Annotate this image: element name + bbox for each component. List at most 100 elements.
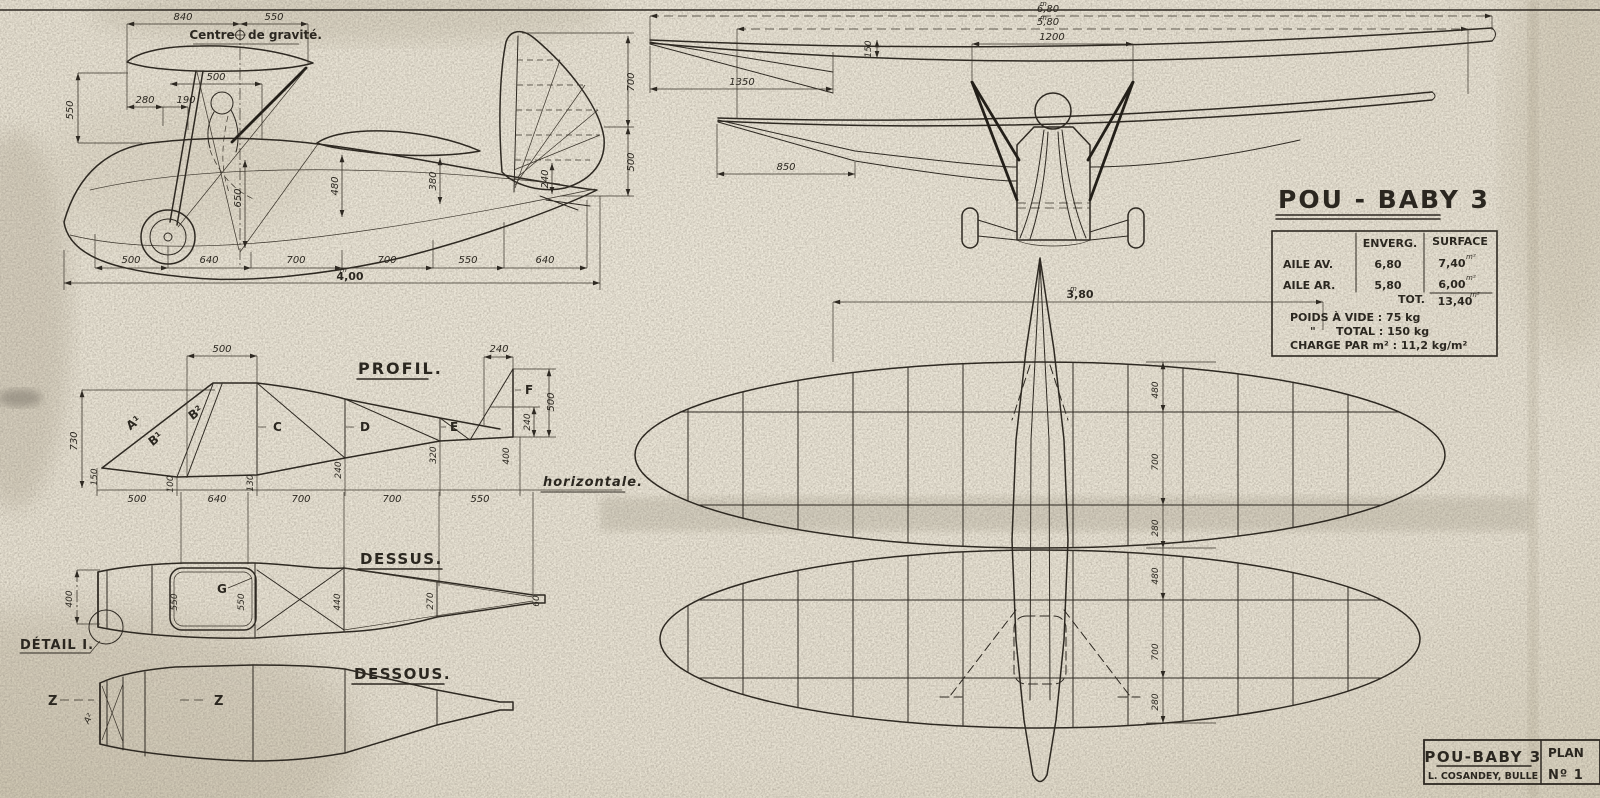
frame-letter: D: [360, 420, 370, 434]
dim-label: 550: [264, 12, 283, 23]
outer-panel-line: [649, 41, 834, 73]
station-dim: 100: [166, 475, 176, 492]
title-block-name: POU-BABY 3: [1424, 748, 1541, 766]
dim-label: 500: [626, 152, 637, 171]
landing-gear-front: [961, 207, 1145, 249]
cg-label-right: de gravité.: [248, 28, 322, 42]
dim-label-outer-panel: 1350: [729, 77, 754, 88]
fuselage-longeron: [69, 188, 596, 247]
dim-label-cabane: 1200: [1039, 32, 1064, 43]
front-view: 6,80 m 5,80 m 1200 1350 850 150: [649, 0, 1496, 249]
dim-label-root: 850: [776, 162, 795, 173]
dim-label: 480: [330, 176, 341, 195]
chord-dim: 480: [1151, 567, 1161, 584]
unit-sup-m2: m²: [1466, 253, 1476, 261]
bracing-wires: [939, 364, 1141, 698]
dim-label: 380: [428, 171, 439, 190]
rear-wing-bottom-line: [717, 99, 1433, 127]
profil-title: PROFIL.: [358, 359, 443, 378]
dim-label: 700: [382, 494, 401, 505]
struts-and-wires: [169, 66, 319, 253]
profil-truss: [101, 368, 514, 478]
row-label: AILE AV.: [1283, 258, 1333, 271]
dim-label: 700: [291, 494, 310, 505]
dim-label: 700: [377, 255, 396, 266]
tail-skid: [539, 195, 591, 211]
width-dim: 270: [426, 592, 436, 609]
station-dim: 400: [502, 447, 512, 464]
cabane-struts: [970, 80, 1135, 202]
section-letter-z: Z: [48, 694, 58, 709]
dessus-dimensions: 400 550 550 440 270 60: [65, 569, 542, 625]
horizontale-label: horizontale.: [543, 475, 643, 490]
width-dim: 550: [170, 593, 180, 610]
outer-panel-line: [649, 43, 834, 94]
chord-dim: 280: [1151, 693, 1161, 710]
front-wing-bottom-line: [649, 40, 1493, 62]
dim-label: 240: [489, 344, 508, 355]
station-dim: 150: [90, 468, 100, 485]
rear-wing-top-line: [717, 91, 1433, 121]
dim-label: 500: [212, 344, 231, 355]
unit-sup-m: m: [340, 266, 347, 274]
unit-sup-m: m: [1070, 285, 1077, 293]
rear-wing-planform: [659, 549, 1421, 729]
frame-letter-a2: A²: [82, 712, 96, 727]
profil-dimensions: 730 500 240 500 240 150 100 130 240 320 …: [69, 344, 643, 505]
cockpit-opening: [1013, 615, 1067, 685]
rear-wing-tip: [1431, 91, 1436, 101]
dim-label: 500: [206, 72, 225, 83]
side-view: Centre de gravité. 840 550 550 500 280 1…: [63, 12, 637, 290]
dim-label: 240: [523, 413, 533, 430]
dim-label: 500: [121, 255, 140, 266]
width-dim: 60: [532, 595, 542, 607]
chord-dim: 700: [1151, 453, 1161, 470]
fin-spar: [513, 35, 519, 193]
dim-label: 500: [546, 392, 557, 411]
front-view-dimensions: 6,80 m 5,80 m 1200 1350 850 150: [649, 0, 1493, 178]
dessus-outline: [97, 562, 546, 639]
dessous-outline: [99, 664, 514, 762]
station-dim: 320: [429, 446, 439, 463]
title-block-plan: PLAN: [1548, 746, 1584, 760]
note-charge: CHARGE PAR m² : 11,2 kg/m²: [1290, 339, 1467, 352]
dim-label: 700: [286, 255, 305, 266]
section-letter-z: Z: [214, 694, 224, 709]
title-block-author: L. COSANDEY, BULLE: [1428, 771, 1538, 782]
dim-label: 550: [65, 100, 76, 119]
fuselage-plan: [939, 257, 1141, 783]
fuselage-longeron: [89, 169, 561, 191]
chord-dim: 280: [1151, 519, 1161, 536]
spec-table-box: [1271, 230, 1498, 357]
dim-label: 190: [176, 95, 195, 106]
dim-label-total-length: 4,00: [336, 270, 363, 283]
station-dim: 240: [334, 461, 344, 478]
front-wing-airfoil: [126, 45, 314, 72]
side-view-dimensions: 840 550 550 500 280 190 650 480 380 240: [63, 12, 637, 290]
rear-wing-airfoil: [316, 130, 481, 157]
dim-label: 640: [199, 255, 218, 266]
dim-label: 280: [135, 95, 154, 106]
note-poids: POIDS À VIDE : 75 kg: [1290, 311, 1420, 324]
title-block-number: Nº 1: [1548, 768, 1584, 783]
dim-label: 240: [540, 169, 551, 188]
title-and-spec-table: POU - BABY 3 ENVERG. SURFACE AILE AV. 6,…: [1271, 185, 1498, 357]
station-dim: 130: [246, 474, 256, 491]
dessous-structure: [99, 664, 438, 762]
dessous-title: DESSOUS.: [354, 665, 451, 683]
cell-enverg: 6,80: [1374, 258, 1401, 271]
col-header-surface: SURFACE: [1432, 235, 1488, 248]
cell-enverg: 5,80: [1374, 279, 1401, 292]
rear-wing-root-line: [1089, 139, 1301, 168]
cell-surface: 7,40: [1438, 257, 1465, 270]
note-ditto: ": [1310, 325, 1316, 338]
pilot-figure: [207, 91, 257, 201]
title-block: POU-BABY 3 L. COSANDEY, BULLE PLAN Nº 1: [1423, 739, 1600, 785]
chord-dim: 700: [1151, 643, 1161, 660]
unit-sup-m: m: [1040, 14, 1047, 22]
dessus-title: DESSUS.: [360, 550, 443, 568]
fin-diagonals: [513, 59, 601, 189]
rear-wing-root-line: [717, 121, 1018, 182]
note-total: TOTAL : 150 kg: [1336, 325, 1429, 338]
